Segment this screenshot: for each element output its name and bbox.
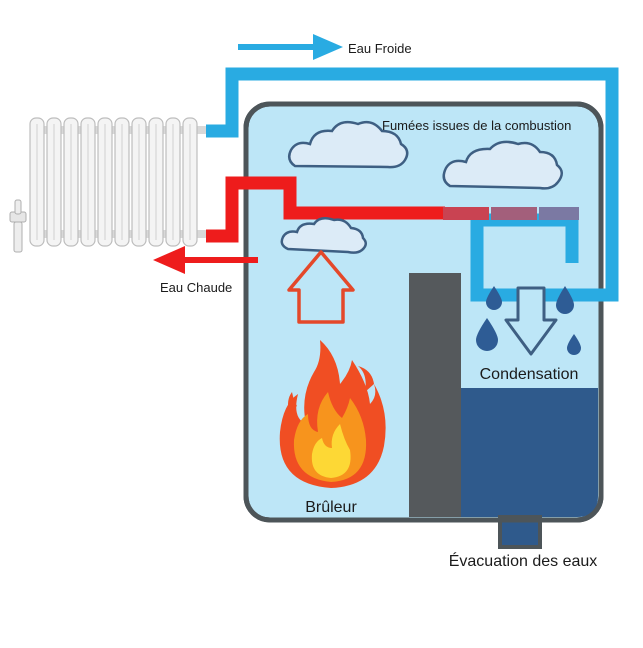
drain-label: Évacuation des eaux — [449, 551, 598, 570]
tank-outline — [243, 101, 604, 523]
cloud-icon — [442, 140, 563, 190]
heat-exchanger-segment-1 — [443, 207, 489, 220]
cold-water-label: Eau Froide — [348, 41, 412, 56]
divider-wall — [409, 273, 461, 517]
water-drop-icon — [476, 318, 498, 351]
up-arrow-icon — [287, 250, 355, 324]
burner-label: Brûleur — [305, 499, 357, 516]
combustion-fumes-label: Fumées issues de la combustion — [382, 118, 571, 133]
hot-water-pipe — [206, 176, 445, 243]
hot-water-arrow — [153, 246, 258, 274]
water-drop-icon — [567, 334, 581, 355]
flame-icon — [279, 340, 386, 488]
water-drop-icon — [486, 286, 502, 310]
condensate-water — [461, 388, 598, 517]
down-arrow-icon — [504, 286, 558, 356]
cloud-icon — [287, 120, 409, 169]
hot-water-label: Eau Chaude — [160, 280, 232, 295]
heat-exchanger-segment-2 — [491, 207, 537, 220]
cold-water-arrow — [238, 34, 343, 60]
cloud-icon — [280, 216, 367, 254]
water-drop-icon — [556, 286, 574, 314]
radiator-icon — [9, 117, 208, 253]
heat-exchanger-segment-3 — [539, 207, 579, 220]
condensation-label: Condensation — [480, 366, 579, 383]
